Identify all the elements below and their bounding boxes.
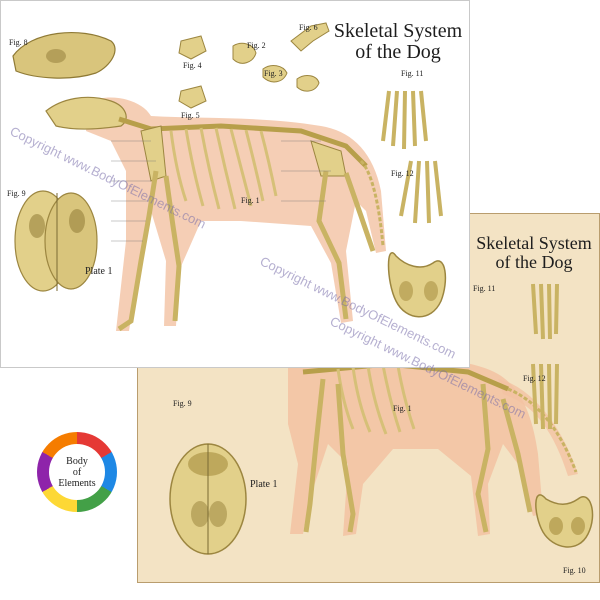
logo-text: Body of Elements [49, 444, 105, 500]
back-title-line1: Skeletal System [476, 233, 592, 253]
front-fig-8-label: Fig. 8 [9, 38, 28, 47]
back-fig-9-label: Fig. 9 [173, 399, 192, 408]
front-fig-2-label: Fig. 2 [247, 41, 266, 50]
back-fig-12-label: Fig. 12 [523, 374, 546, 383]
front-title-line2: of the Dog [355, 41, 441, 63]
front-fig-11-label: Fig. 11 [401, 69, 424, 78]
back-fig-11-label: Fig. 11 [473, 284, 496, 293]
body-of-elements-logo: Body of Elements [37, 432, 117, 512]
logo-line1: Body [66, 455, 88, 467]
back-fig-10-label: Fig. 10 [563, 566, 586, 575]
front-fig-3-label: Fig. 3 [264, 69, 283, 78]
front-plate-label: Plate 1 [85, 266, 113, 277]
back-title-line2: of the Dog [495, 251, 573, 272]
front-dog-illustration [12, 22, 447, 332]
back-dog-illustration [169, 283, 594, 555]
front-fig-1-label: Fig. 1 [241, 196, 260, 205]
front-fig-12-label: Fig. 12 [391, 169, 414, 178]
back-poster-title: Skeletal System of the Dog [473, 234, 595, 272]
front-fig-9-label: Fig. 9 [7, 189, 26, 198]
back-plate-label: Plate 1 [250, 479, 278, 490]
front-fig-4-label: Fig. 4 [183, 61, 202, 70]
front-title-line1: Skeletal System [333, 20, 463, 42]
front-fig-6-label: Fig. 6 [299, 23, 318, 32]
logo-line2: of [72, 466, 82, 478]
poster-front: Skeletal System of the Dog [0, 0, 470, 368]
back-fig-1-label: Fig. 1 [393, 404, 412, 413]
front-poster-title: Skeletal System of the Dog [333, 21, 463, 63]
logo-line3: Elements [58, 477, 96, 489]
front-fig-5-label: Fig. 5 [181, 111, 200, 120]
